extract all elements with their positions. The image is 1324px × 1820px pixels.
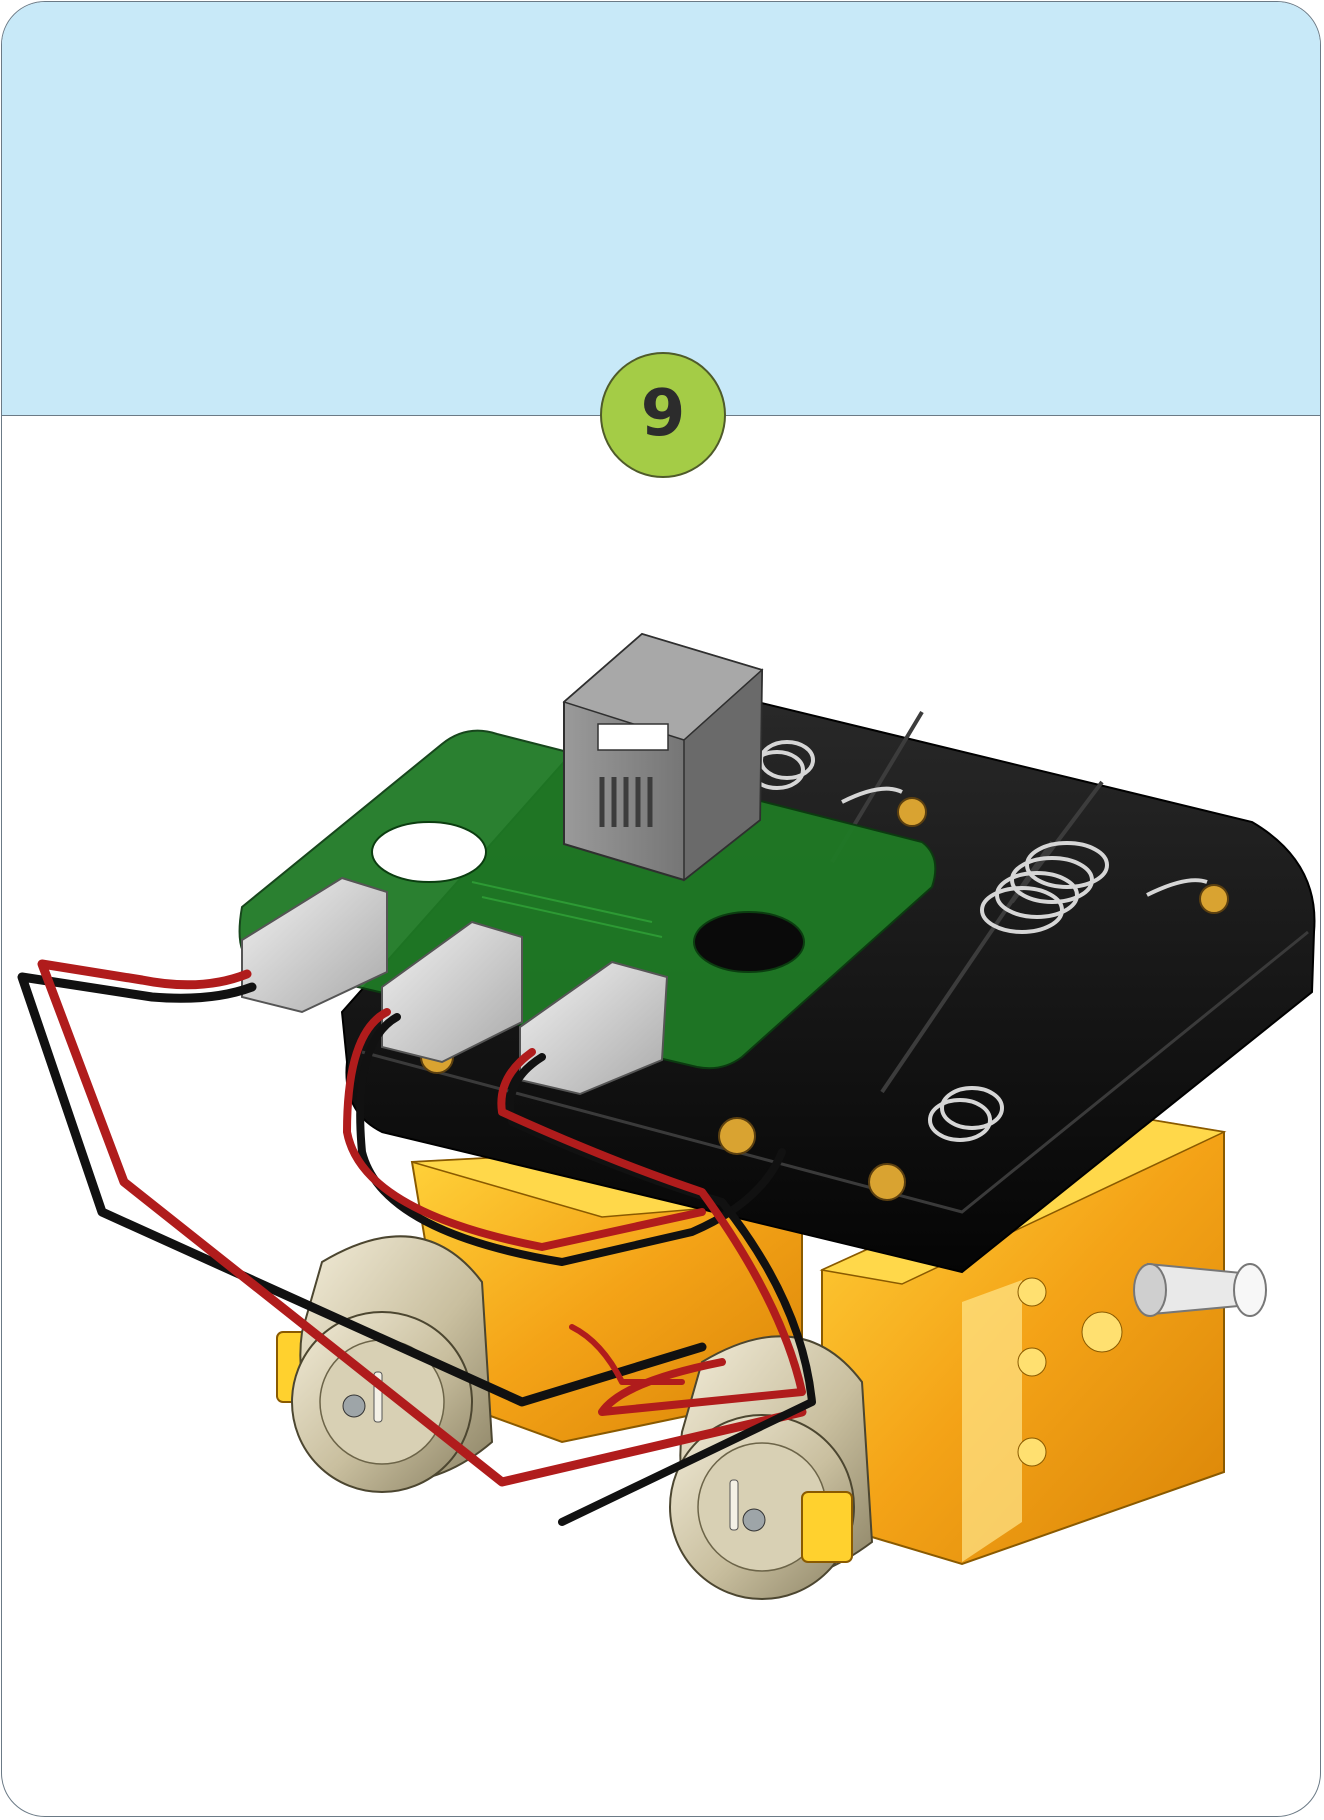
- connector-2: [381, 920, 523, 1064]
- motor-left: [291, 1235, 494, 1493]
- rj-jack: [562, 632, 764, 882]
- connector-1: [241, 876, 388, 1014]
- battery-springs: [749, 740, 1208, 1142]
- output-shaft: [1133, 1262, 1267, 1317]
- header-band: [2, 2, 1320, 416]
- step-number-badge: 9: [600, 352, 726, 478]
- wire-harness: [17, 959, 816, 1526]
- step-number: 9: [640, 377, 686, 451]
- motor-right: [669, 1335, 874, 1600]
